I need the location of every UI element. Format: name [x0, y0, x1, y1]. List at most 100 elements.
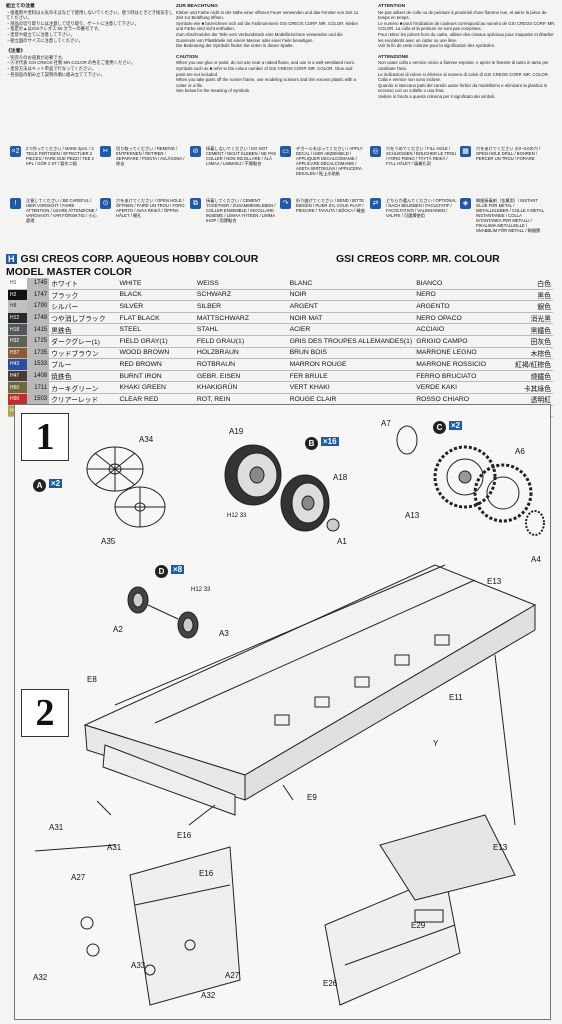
colour-cell-jp: ブルー [49, 358, 118, 371]
colour-cell-it: MARRONE LEGNO [414, 347, 514, 360]
notes-jp-subline: ・別売りのお道具が必要です。 [6, 54, 66, 60]
symbol-fill-hole: ◎穴をうめてください / FILL HOLE / SCHLIESSEN / BO… [370, 146, 458, 192]
colour-cell-jpr: 黑色 [513, 289, 553, 302]
symbol-text: 2つ作ってください / MAKE 2pcs. / 2 TEILE FERTIGE… [26, 146, 94, 166]
colour-cell-num: 1409 [26, 370, 50, 383]
colour-cell-en: BURNT IRON [117, 370, 195, 383]
symbol-text: 穴をあけてください / OPEN HOLE / ÖFFNEN / FAIRE U… [116, 198, 185, 218]
colour-cell-fr: NOIR [287, 289, 415, 302]
part-label: E13 [487, 577, 502, 586]
notes-en-line: Symbols such as ■ refer to the colour nu… [176, 65, 353, 77]
color-ref-code: H12 [227, 513, 239, 519]
notes-de-line: Die Bedeutung der Symbols finden Sie unt… [176, 43, 294, 49]
notes-it-line: Le indicazioni di colore si riferisce al… [378, 71, 549, 83]
colour-cell-it: VERDE KAKI [414, 381, 514, 394]
part-group-b-badge: B [305, 437, 318, 450]
color-ref-roller: H12 33 [191, 587, 210, 593]
colour-cell-en: FLAT BLACK [117, 312, 195, 325]
part-label: A7 [381, 419, 391, 428]
colour-cell-it: NERO OPACO [414, 312, 514, 325]
colour-cell-de: WEISS [194, 278, 288, 290]
colour-cell-code: H47 [8, 370, 27, 383]
symbol-bend: ↷折り曲げてください / BEND / BITTE BIEGEN / PLIER… [280, 198, 368, 244]
notes-it-line: Quando si staccano parti del cartolo usa… [378, 82, 548, 94]
optional-icon: ⇄ [370, 198, 381, 209]
quantity-c: ×2 [449, 421, 463, 430]
notes-de-line: Zum Abschneiden der Teile vom Verbundstü… [176, 31, 343, 43]
colour-cell-fr: BRUN BOIS [287, 347, 415, 360]
warning-icon: ! [10, 198, 21, 209]
part-label: A27 [71, 873, 86, 882]
notes-jp-line: ・組立図のサイズに注意してください。 [6, 37, 83, 43]
part-label: Y [433, 739, 439, 748]
open-hole-icon: ⊙ [100, 198, 111, 209]
part-label: E13 [493, 843, 508, 852]
colour-cell-jpr: 紅褐/紅棕色 [513, 358, 553, 371]
notes-jp-line: ・塗装や組立てに注意して下さい。 [6, 31, 75, 37]
colour-cell-jpr: 木棕色 [513, 347, 553, 360]
part-label: A6 [515, 447, 525, 456]
colour-cell-jpr: 燒鐵色 [513, 370, 553, 383]
colour-cell-fr: FER BRULE [287, 370, 415, 383]
part-label: A2 [113, 625, 123, 634]
color-ref-wheel: H12 33 [227, 513, 246, 519]
colour-cell-jp: 黒鉄色 [49, 323, 118, 336]
colour-cell-fr: GRIS DES TROUPES ALLEMANDES(1) [287, 335, 415, 348]
symbol-be-careful: ! 注意してください / BE CAREFUL / HIER VORSICHT /… [10, 198, 98, 244]
colour-cell-jpr: 黑鐵色 [513, 323, 553, 336]
symbol-do-not-cement: ⊘接着しないでください / DO NOT CEMENT / NICHT KLEB… [190, 146, 278, 192]
colour-cell-code: H1 [8, 278, 27, 290]
colour-cell-code: H18 [8, 323, 27, 336]
notes-de-line: Kleber und Farbe nicht in der Nähe einer… [176, 9, 359, 21]
symbol-remove: ✂切り取ってください / REMOVE / ENTFERNEN / RETIRE… [100, 146, 188, 192]
colour-cell-jp: ブラック [49, 289, 118, 302]
part-label: A18 [333, 473, 348, 482]
colour-cell-num: 1747 [26, 289, 50, 302]
colour-cell-code: H60 [8, 381, 27, 394]
notes-fr-line: Ne pas utiliser de colle ou de peinture … [378, 9, 547, 21]
colour-cell-num: 1725 [26, 335, 50, 348]
colour-cell-en: RED BROWN [117, 358, 195, 371]
step-1-number: 1 [21, 413, 69, 461]
notes-en-line: When you take parts off the runner frame… [176, 77, 356, 88]
part-label: A19 [229, 427, 244, 436]
drive-sprocket-a6 [473, 463, 533, 523]
colour-cell-de: GEBR. EISEN [194, 370, 288, 383]
symbol-text: 穴をうめてください / FILL HOLE / SCHLIESSEN / BOU… [386, 146, 457, 166]
part-label: A1 [337, 537, 347, 546]
colour-cell-code: H2 [8, 289, 27, 302]
notes-fr-heading: ATTENTION [378, 4, 406, 9]
colour-cell-en: WHITE [117, 278, 195, 290]
colour-cell-de: SCHWARZ [194, 289, 288, 302]
quantity-d: ×8 [171, 565, 185, 574]
symbol-text: 注意してください / BE CAREFUL / HIER VORSICHT / … [26, 198, 97, 223]
make-two-icon: ×2 [10, 146, 21, 157]
notes-en-line: When you use glue or paint, do not use n… [176, 60, 356, 66]
colour-cell-de: MATTSCHWARZ [194, 312, 288, 325]
colour-cell-fr: BLANC [287, 278, 415, 290]
assembly-diagram: 1 2 A ×2 B ×16 C ×2 D ×8 H12 33 H12 33 A… [14, 404, 551, 1020]
color-ref-code: H12 [191, 587, 203, 593]
colour-cell-jpr: 消光黑 [513, 312, 553, 325]
part-label: E29 [411, 921, 426, 930]
aqueous-badge: H [6, 254, 17, 264]
notes-german-english: ZUR BEACHTUNG Kleber und Farbe nicht in … [176, 4, 362, 94]
part-group-d-badge: D [155, 565, 168, 578]
symbol-text: 折り曲げてください / BEND / BITTE BIEGEN / PLIER … [296, 198, 365, 213]
step-2-number: 2 [21, 689, 69, 737]
colour-cell-jp: ホワイト [49, 278, 118, 290]
colour-cell-de: HOLZBRAUN [194, 347, 288, 360]
notes-jp-subheading: 《注意》 [6, 49, 26, 55]
quantity-a: ×2 [49, 479, 63, 488]
symbol-drill-hole: ▦穴をあけてください ⊕2~3.0の穴 / OPEN HOLE DRILL / … [460, 146, 548, 192]
symbol-text: 接着してください / CEMENT TOGETHER / ZUSAMMENKLE… [206, 198, 276, 223]
colour-cell-code: H8 [8, 300, 27, 313]
colour-cell-num: 1745 [26, 278, 50, 290]
